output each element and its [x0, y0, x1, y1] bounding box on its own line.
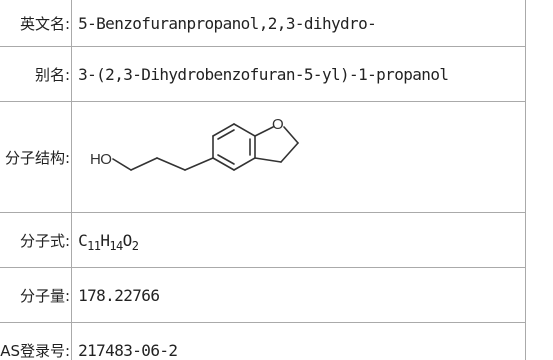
- row-cas-number: CAS登录号: 217483-06-2: [0, 322, 526, 360]
- molecular-structure-diagram: HO O: [90, 116, 299, 171]
- row-alias: 别名: 3-(2,3-Dihydrobenzofuran-5-yl)-1-pro…: [0, 46, 526, 102]
- structure-cell: HO O: [71, 101, 526, 213]
- cas-number-label: CAS登录号:: [0, 322, 73, 360]
- formula-element: C: [78, 230, 88, 250]
- formula-subscript: 11: [87, 238, 101, 253]
- molecular-weight-value: 178.22766: [71, 267, 526, 323]
- structure-label: 分子结构:: [0, 101, 73, 213]
- alias-value: 3-(2,3-Dihydrobenzofuran-5-yl)-1-propano…: [71, 46, 526, 102]
- formula-value: C11H14O2: [71, 212, 526, 268]
- formula-subscript: 14: [109, 238, 123, 253]
- formula-subscript: 2: [131, 238, 139, 253]
- formula-element: H: [100, 230, 110, 250]
- english-name-value: 5-Benzofuranpropanol,2,3-dihydro-: [71, 0, 526, 47]
- ring-oxygen-label: O: [272, 116, 283, 133]
- row-english-name: 英文名: 5-Benzofuranpropanol,2,3-dihydro-: [0, 0, 526, 47]
- properties-table: 英文名: 5-Benzofuranpropanol,2,3-dihydro- 别…: [0, 0, 526, 360]
- hydroxyl-label: HO: [90, 151, 111, 168]
- row-molecular-weight: 分子量: 178.22766: [0, 267, 526, 323]
- row-structure: 分子结构:: [0, 101, 526, 213]
- molecular-weight-label: 分子量:: [0, 267, 73, 323]
- cas-number-value: 217483-06-2: [71, 322, 526, 360]
- alias-label: 别名:: [0, 46, 73, 102]
- english-name-label: 英文名:: [0, 0, 73, 47]
- formula-label: 分子式:: [0, 212, 73, 268]
- row-formula: 分子式: C11H14O2: [0, 212, 526, 268]
- formula-element: O: [122, 230, 133, 250]
